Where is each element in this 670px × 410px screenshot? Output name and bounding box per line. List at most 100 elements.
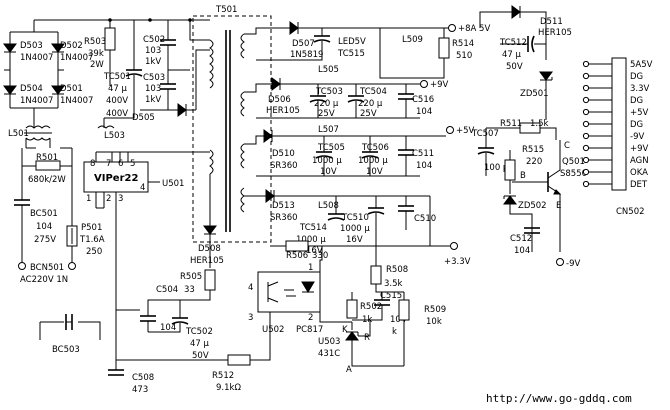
d507-part: 1N5819 — [290, 50, 323, 60]
tc501-ref: TC501 — [103, 72, 131, 82]
q501-part: S8550 — [560, 169, 587, 179]
bc503-ref: BC503 — [52, 345, 80, 355]
capacitor-tc506 — [361, 136, 379, 176]
d502-ref: D502 — [60, 41, 83, 51]
resistor-r511 — [486, 122, 557, 140]
d505-ref: D505 — [132, 113, 155, 123]
resistor-r514 — [379, 28, 450, 79]
r509-v1: 10k — [426, 317, 442, 327]
bridge-rectifier: D503 1N4007 D502 1N4007 D504 1N4007 D501… — [3, 20, 93, 122]
u503-r: R — [364, 333, 370, 343]
diode-d502 — [51, 43, 65, 53]
zd502-ref: ZD502 — [518, 201, 547, 211]
d510-part: SR360 — [270, 161, 298, 171]
tc504-v2: 25V — [360, 109, 377, 119]
d508-part: HER105 — [190, 256, 224, 266]
resistor-r503 — [104, 20, 116, 86]
inductor-l501 — [24, 122, 52, 148]
tc506-v2: 10V — [366, 167, 383, 177]
bcn501-ref: BCN501 — [30, 263, 64, 273]
u502-part: PC817 — [296, 325, 323, 335]
r501-v1: 680k/2W — [28, 175, 66, 185]
r512-ref: R512 — [212, 371, 234, 381]
c504-v1: 104 — [160, 323, 176, 333]
led5v-ref: LED5V — [338, 37, 366, 47]
d503-ref: D503 — [20, 41, 43, 51]
tc501-v3: 400V — [106, 109, 128, 119]
d504-ref: D504 — [20, 84, 43, 94]
rail-8a5v-label: +8A 5V — [458, 24, 490, 34]
tc512-v2: 50V — [506, 62, 523, 72]
r511-ref: R511 — [500, 119, 522, 129]
c504-ref: C504 — [156, 285, 178, 295]
cn502-pin-5v: +5V — [630, 108, 649, 118]
tc504-ref: TC504 — [359, 87, 387, 97]
shunt-regulator-u503 — [345, 320, 404, 367]
u503-part: 431C — [318, 349, 340, 359]
u502-pin4: 4 — [248, 283, 253, 293]
primary-feed — [195, 49, 210, 110]
zd501-ref: ZD501 — [520, 89, 549, 99]
tc507-ref: TC507 — [471, 129, 499, 139]
tc502-ref: TC502 — [185, 327, 213, 337]
tc502-v1: 47 μ — [190, 339, 210, 349]
c515-ref: C515 — [380, 291, 402, 301]
capacitor-c502 — [160, 20, 190, 71]
c508-ref: C508 — [132, 373, 154, 383]
capacitor-tc514 — [327, 196, 345, 221]
tc504-v1: 220 μ — [358, 99, 383, 109]
rail-m9v-label: -9V — [566, 259, 580, 269]
r502-ref: R502 — [360, 302, 382, 312]
r509-ref: R509 — [424, 305, 446, 315]
capacitor-tc510 — [367, 196, 385, 246]
c512-v1: 104 — [514, 246, 530, 256]
capacitor-tc507 — [477, 128, 495, 176]
bc501-ref: BC501 — [30, 209, 58, 219]
tc505-ref: TC505 — [317, 143, 345, 153]
l505-ref: L505 — [318, 65, 339, 75]
rail-5v-label: +5V — [456, 126, 475, 136]
c503-v1: 103 — [145, 84, 161, 94]
cn502-pin-det: DET — [630, 180, 648, 190]
capacitor-c503 — [160, 70, 176, 104]
tc502-v2: 50V — [192, 351, 209, 361]
ac-input-bcn501 — [18, 262, 76, 270]
cn502-pin-dg1: DG — [630, 72, 643, 82]
d503-part: 1N4007 — [20, 53, 53, 63]
capacitor-c508 — [108, 360, 124, 376]
bcn501-v1: AC220V 1N — [20, 275, 68, 285]
d513-ref: D513 — [272, 201, 295, 211]
diode-d513 — [244, 189, 430, 203]
capacitor-c504 — [140, 300, 156, 332]
u501-ref: U501 — [162, 179, 184, 189]
capacitor-c510 — [398, 196, 414, 230]
p501-v2: 250 — [86, 247, 102, 257]
r511-v1: 1.5k — [530, 119, 549, 129]
tc510-ref: TC510 — [341, 213, 369, 223]
u501-pin3: 3 — [118, 194, 123, 204]
d502-part: 1N4007 — [60, 53, 93, 63]
tc510-v2: 16V — [346, 235, 363, 245]
u501-pin8: 8 — [90, 159, 95, 169]
tc505-v2: 10V — [320, 167, 337, 177]
u503-a: A — [346, 365, 352, 375]
l501-ref: L501 — [8, 129, 29, 139]
l509-ref: L509 — [402, 35, 423, 45]
u501-pin2: 2 — [106, 194, 111, 204]
c502-v2: 1kV — [145, 57, 161, 67]
d511-ref: D511 — [540, 17, 563, 27]
c502-ref: C502 — [143, 35, 165, 45]
r503-v1: 39k — [88, 49, 104, 59]
cn502-pin-oka: OKA — [630, 168, 648, 178]
u501-pin4: 4 — [140, 183, 145, 193]
q501-c: C — [564, 141, 570, 151]
r515-ref: R515 — [522, 145, 544, 155]
tc501-v2: 400V — [106, 96, 128, 106]
resistor-r515 — [504, 150, 516, 181]
r505-v1: 33 — [184, 285, 195, 295]
transistor-q501 — [512, 140, 562, 252]
rail-33v-label: +3.3V — [444, 257, 471, 267]
c515-v1: 104 — [390, 315, 406, 325]
rail-33v-terminal — [450, 242, 458, 250]
